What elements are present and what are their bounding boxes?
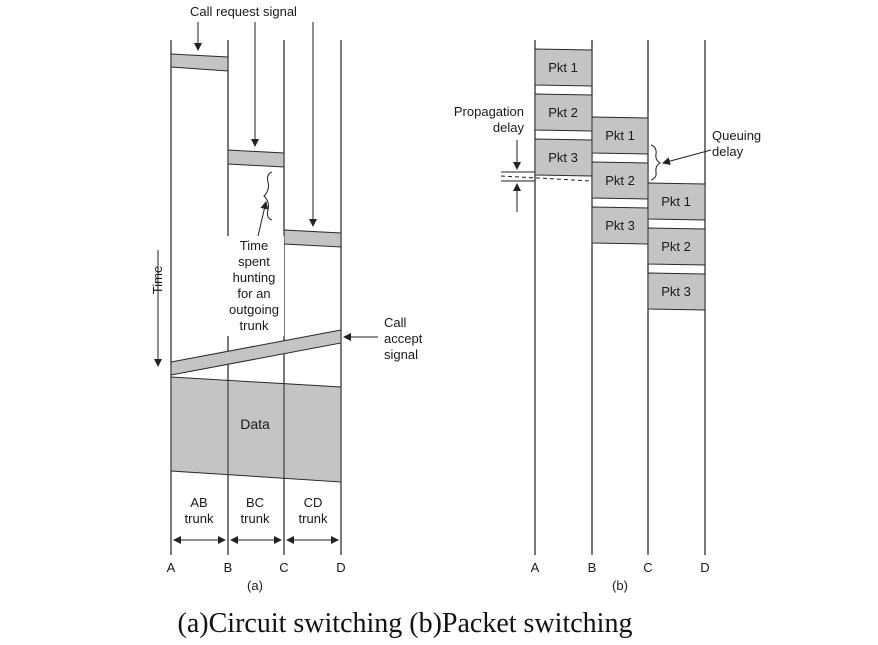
hunting-line: spent	[238, 254, 270, 269]
hunting-line: for an	[237, 286, 270, 301]
packet-cd-2	[647, 227, 706, 266]
packet-ab-1	[534, 48, 593, 87]
packet-label: Pkt 2	[661, 239, 691, 254]
call-accept-line: Call	[384, 315, 407, 330]
packet-label: Pkt 3	[605, 218, 635, 233]
queuing-brace	[650, 144, 661, 181]
trunk-label-cd-1: CD	[304, 495, 323, 510]
trunk-label-ab-2: trunk	[185, 511, 214, 526]
queuing-label: Queuing delay	[712, 128, 761, 159]
packet-bc-1	[591, 116, 649, 155]
node-label-a: A	[531, 560, 540, 575]
call-request-label: Call request signal	[190, 4, 297, 19]
hunting-line: outgoing	[229, 302, 279, 317]
propagation-line: Propagation	[454, 104, 524, 119]
hunting-label-bg	[226, 236, 284, 336]
packet-label: Pkt 2	[548, 105, 578, 120]
trunk-label-bc-2: trunk	[241, 511, 270, 526]
propagation-dashed-line	[500, 175, 593, 182]
packet-label: Pkt 1	[661, 194, 691, 209]
queuing-line: delay	[712, 144, 744, 159]
node-label-b: B	[224, 560, 233, 575]
node-label-b: B	[588, 560, 597, 575]
call-request-bar-bc	[227, 149, 285, 168]
hunting-line: trunk	[240, 318, 269, 333]
figure-caption: (a)Circuit switching (b)Packet switching	[178, 608, 633, 639]
circuit-sublabel: (a)	[247, 578, 263, 593]
call-accept-line: signal	[384, 347, 418, 362]
hunting-brace	[263, 171, 273, 221]
data-label: Data	[240, 416, 270, 432]
data-block	[170, 376, 342, 483]
trunk-label-bc-1: BC	[246, 495, 264, 510]
trunk-label-cd-2: trunk	[299, 511, 328, 526]
packet-label: Pkt 2	[605, 173, 635, 188]
hunting-line: Time	[240, 238, 268, 253]
packet-label: Pkt 3	[548, 150, 578, 165]
call-request-bar-cd	[283, 229, 342, 248]
call-accept-label: Call accept signal	[384, 315, 423, 362]
node-label-c: C	[643, 560, 652, 575]
packet-label: Pkt 1	[548, 60, 578, 75]
call-request-bar-ab	[170, 53, 229, 72]
packet-label: Pkt 3	[661, 284, 691, 299]
node-label-a: A	[167, 560, 176, 575]
queuing-line: Queuing	[712, 128, 761, 143]
trunk-label-ab-1: AB	[190, 495, 207, 510]
packet-sublabel: (b)	[612, 578, 628, 593]
node-label-c: C	[279, 560, 288, 575]
packet-label: Pkt 1	[605, 128, 635, 143]
propagation-line: delay	[493, 120, 525, 135]
packet-cd-1	[647, 182, 706, 221]
packet-switching-panel: Pkt 1 Pkt 2 Pkt 3 Pkt 1 Pkt 2 Pkt 3 Pkt …	[454, 40, 761, 593]
node-label-d: D	[700, 560, 709, 575]
hunting-arrow	[257, 201, 269, 237]
call-accept-bar	[170, 329, 342, 376]
circuit-switching-panel: Call request signal Time spent hunting f…	[150, 4, 423, 593]
time-axis-label: Time	[150, 266, 165, 294]
propagation-label: Propagation delay	[454, 104, 525, 135]
packet-cd-3	[647, 272, 706, 311]
hunting-line: hunting	[233, 270, 276, 285]
node-label-d: D	[336, 560, 345, 575]
queuing-arrow	[662, 149, 712, 166]
call-accept-line: accept	[384, 331, 423, 346]
hunting-label: Time spent hunting for an outgoing trunk	[229, 238, 279, 333]
